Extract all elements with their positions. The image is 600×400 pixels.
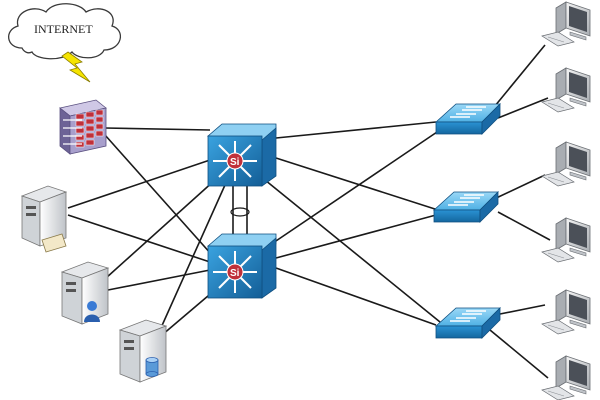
link-core-top-switch-b (275, 157, 439, 211)
link-core-top-switch-a (275, 121, 437, 139)
link-aggregation-ring (230, 207, 250, 217)
link-core-bottom-switch-c (275, 267, 437, 326)
link-switch-b-pc4 (497, 211, 551, 241)
link-firewall-core-bottom (104, 134, 213, 256)
server-1 (20, 185, 68, 253)
server-3 (118, 319, 168, 383)
core-switch-bottom: Si (207, 233, 277, 299)
link-server3-core-top (159, 184, 226, 331)
workstation-icon (541, 217, 591, 263)
lightning-icon (61, 51, 91, 83)
core-switch-top: Si (207, 123, 277, 187)
link-switch-c-pc6 (489, 329, 549, 379)
link-server2-core-bottom (107, 269, 211, 291)
workstation-icon (541, 355, 591, 400)
link-switch-b-pc3 (491, 174, 546, 201)
cloud-icon (8, 3, 122, 60)
link-server3-core-bottom (161, 289, 216, 336)
access-switch-a (434, 103, 501, 135)
link-core-top-switch-c (264, 179, 441, 323)
link-core-bottom-switch-b (275, 214, 437, 259)
user-icon (84, 301, 100, 322)
link-firewall-core-top (104, 127, 211, 131)
link-switch-a-pc1 (489, 44, 546, 113)
access-switch-b (432, 191, 499, 223)
workgroup-switch-icon (448, 194, 484, 206)
link-server1-core-bottom (67, 214, 211, 263)
workstation-icon (541, 289, 591, 335)
firewall-icon (59, 99, 107, 155)
link-core-bottom-switch-a (269, 129, 441, 246)
access-switch-c (434, 307, 501, 339)
internet-label: INTERNET (34, 22, 93, 36)
link-switch-a-pc2 (497, 97, 549, 119)
workgroup-switch-icon (450, 106, 486, 118)
internet-cloud: INTERNET (8, 3, 122, 60)
link-server2-core-top (105, 179, 216, 279)
router-si-icon (226, 152, 244, 170)
database-icon (145, 357, 159, 377)
workstation-icon (541, 1, 591, 47)
link-server1-core-top (67, 159, 211, 209)
workgroup-switch-icon (450, 310, 486, 322)
workstation-icon (541, 67, 591, 113)
core-top-si-label: Si (230, 157, 240, 168)
workstations (541, 1, 591, 400)
workstation-icon (541, 141, 591, 187)
core-bottom-si-label: Si (230, 268, 240, 279)
document-icon (41, 233, 67, 253)
server-2 (60, 261, 110, 325)
router-si-icon (226, 263, 244, 281)
network-links (67, 44, 551, 379)
link-switch-c-pc5 (494, 304, 546, 316)
